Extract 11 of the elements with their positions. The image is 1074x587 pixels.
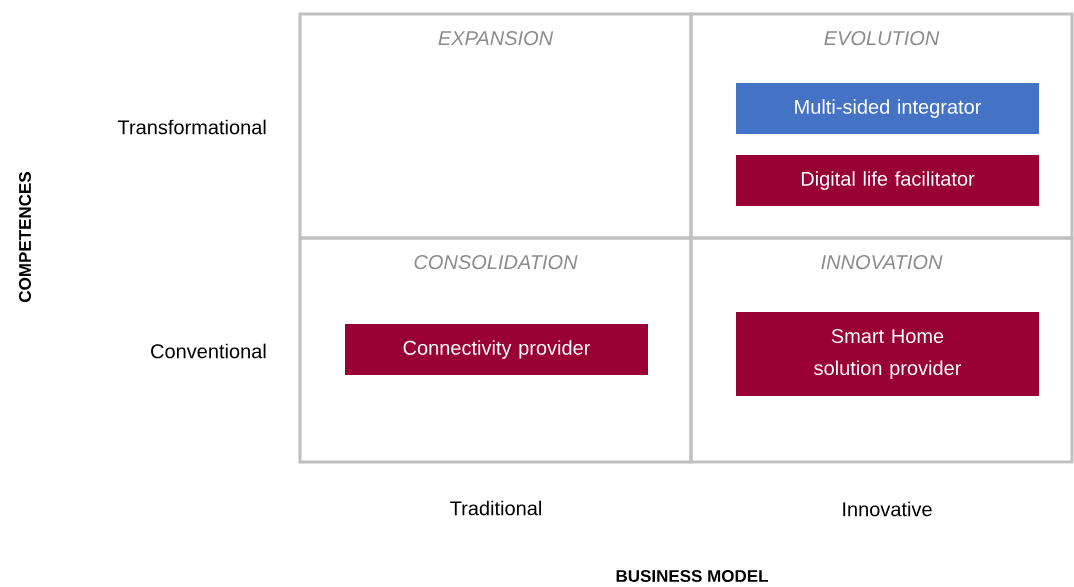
role-box: Connectivity provider xyxy=(345,324,648,375)
axis-label: Traditional xyxy=(450,500,541,516)
axis-label: Conventional xyxy=(151,343,266,359)
role-box: Multi-sided integrator xyxy=(736,83,1039,134)
axis-title: COMPETENCES xyxy=(19,172,32,302)
role-box: Smart Home solution provider xyxy=(736,312,1039,396)
axis-label: Innovative xyxy=(843,501,932,517)
quadrant-cell: EXPANSION xyxy=(298,12,693,240)
role-box: Digital life facilitator xyxy=(736,155,1039,206)
axis-title: BUSINESS MODEL xyxy=(616,570,768,583)
axis-label: Transformational xyxy=(117,119,266,135)
